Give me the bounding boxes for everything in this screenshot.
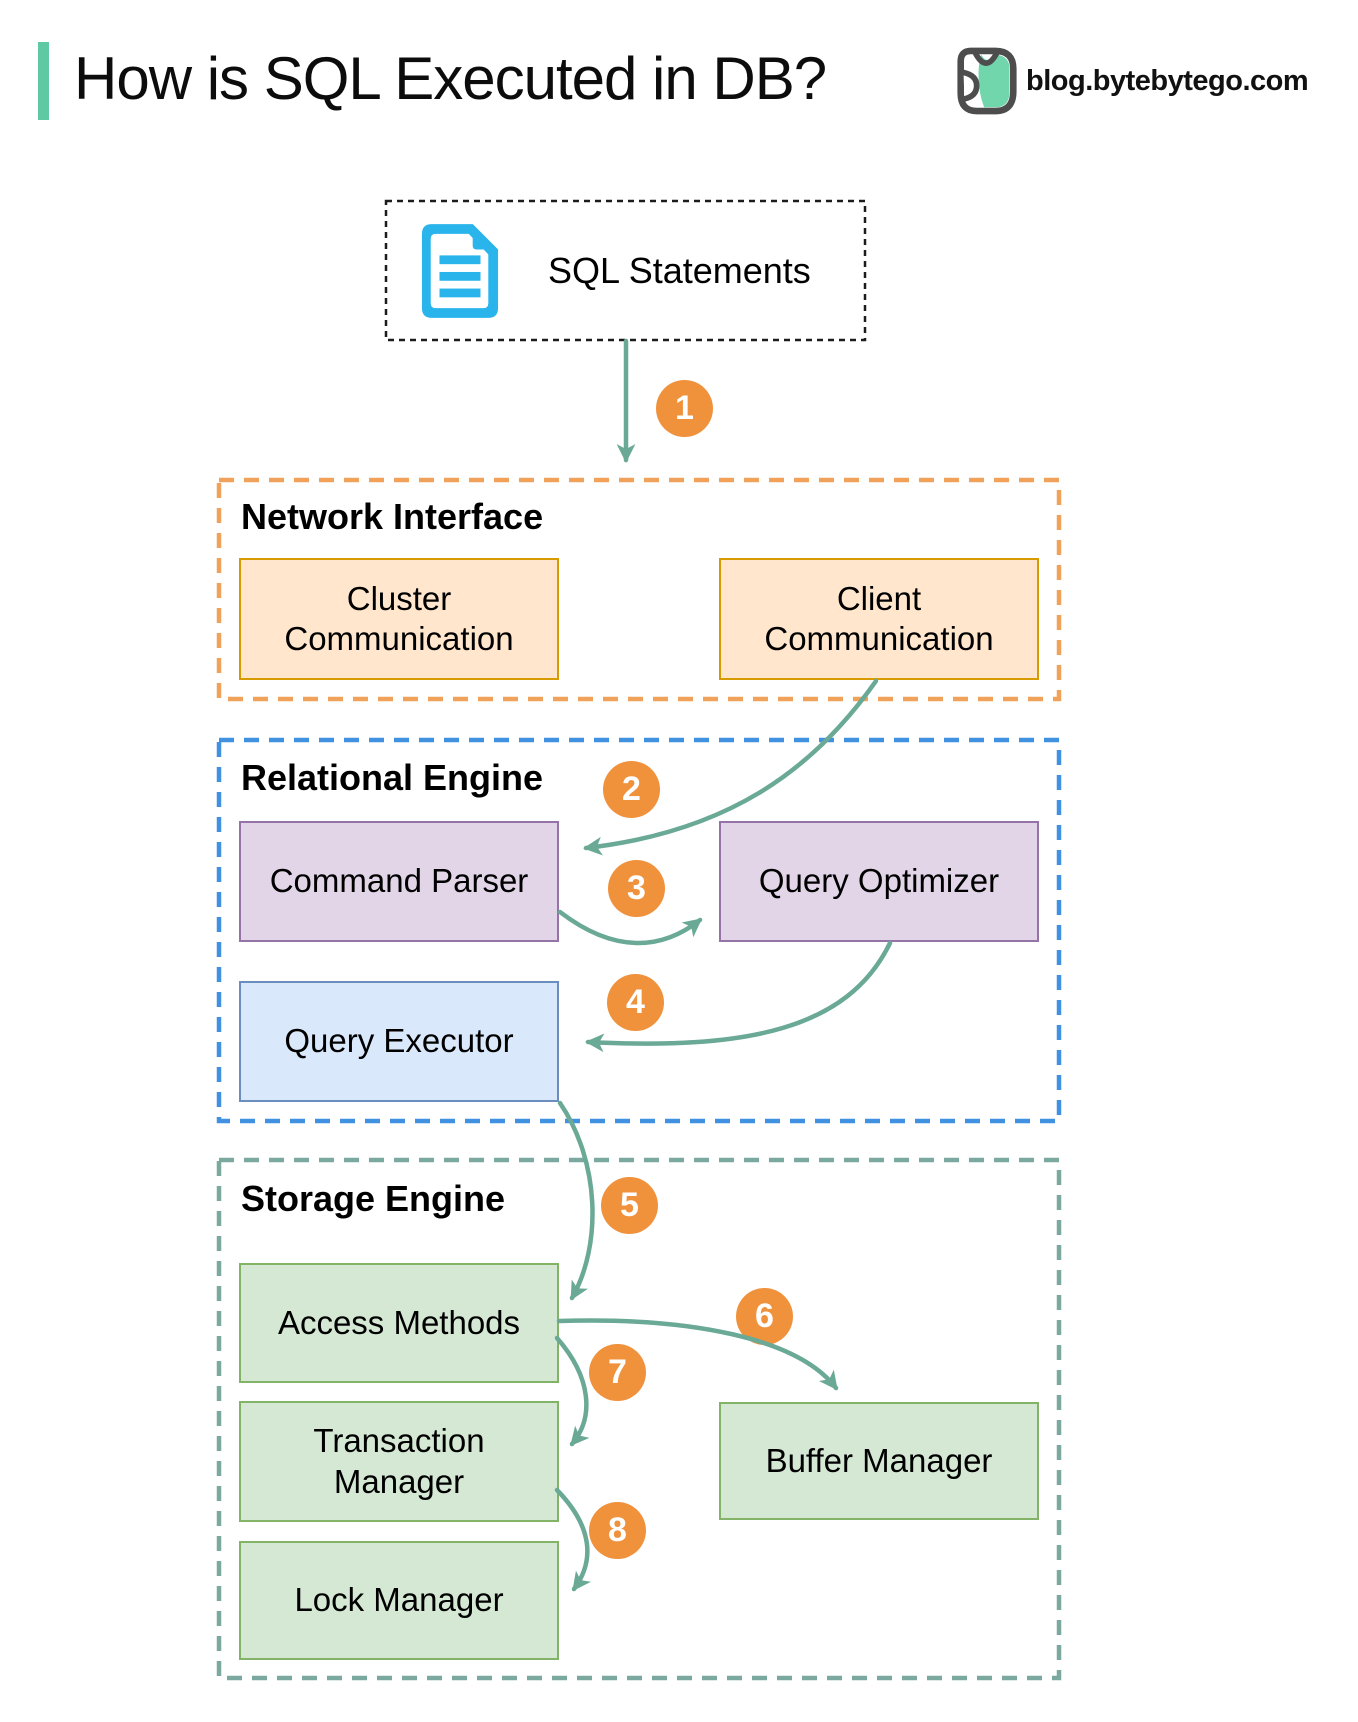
section-label-relational-engine: Relational Engine [241, 757, 544, 798]
step-badge-7: 7 [589, 1344, 646, 1401]
page-title: How is SQL Executed in DB? [74, 45, 827, 112]
arrow-step-3 [557, 909, 703, 946]
brand: blog.bytebytego.com [956, 44, 1309, 118]
step-badge-6: 6 [736, 1288, 793, 1345]
step-badge-1: 1 [656, 380, 713, 437]
sql-statements-label: SQL Statements [548, 249, 811, 291]
section-label-network-interface: Network Interface [241, 496, 544, 537]
node-transaction-manager: Transaction Manager [239, 1401, 559, 1522]
node-command-parser: Command Parser [239, 821, 559, 942]
step-badge-2: 2 [603, 761, 660, 818]
node-query-executor: Query Executor [239, 981, 559, 1102]
node-client-communication: Client Communication [719, 558, 1039, 680]
node-cluster-communication: Cluster Communication [239, 558, 559, 680]
brand-url: blog.bytebytego.com [1026, 64, 1309, 97]
bytebytego-owl-icon [957, 47, 1017, 115]
section-label-storage-engine: Storage Engine [241, 1178, 506, 1219]
step-badge-3: 3 [608, 860, 665, 917]
title-accent-bar [38, 42, 49, 120]
node-lock-manager: Lock Manager [239, 1541, 559, 1660]
sql-document-icon [421, 224, 499, 318]
step-badge-5: 5 [601, 1177, 658, 1234]
node-buffer-manager: Buffer Manager [719, 1402, 1039, 1520]
node-access-methods: Access Methods [239, 1263, 559, 1383]
step-badge-8: 8 [589, 1502, 646, 1559]
arrow-step-8 [554, 1487, 592, 1592]
arrow-step-7 [554, 1335, 590, 1447]
step-badge-4: 4 [607, 974, 664, 1031]
arrow-step-5 [557, 1100, 595, 1301]
node-query-optimizer: Query Optimizer [719, 821, 1039, 942]
